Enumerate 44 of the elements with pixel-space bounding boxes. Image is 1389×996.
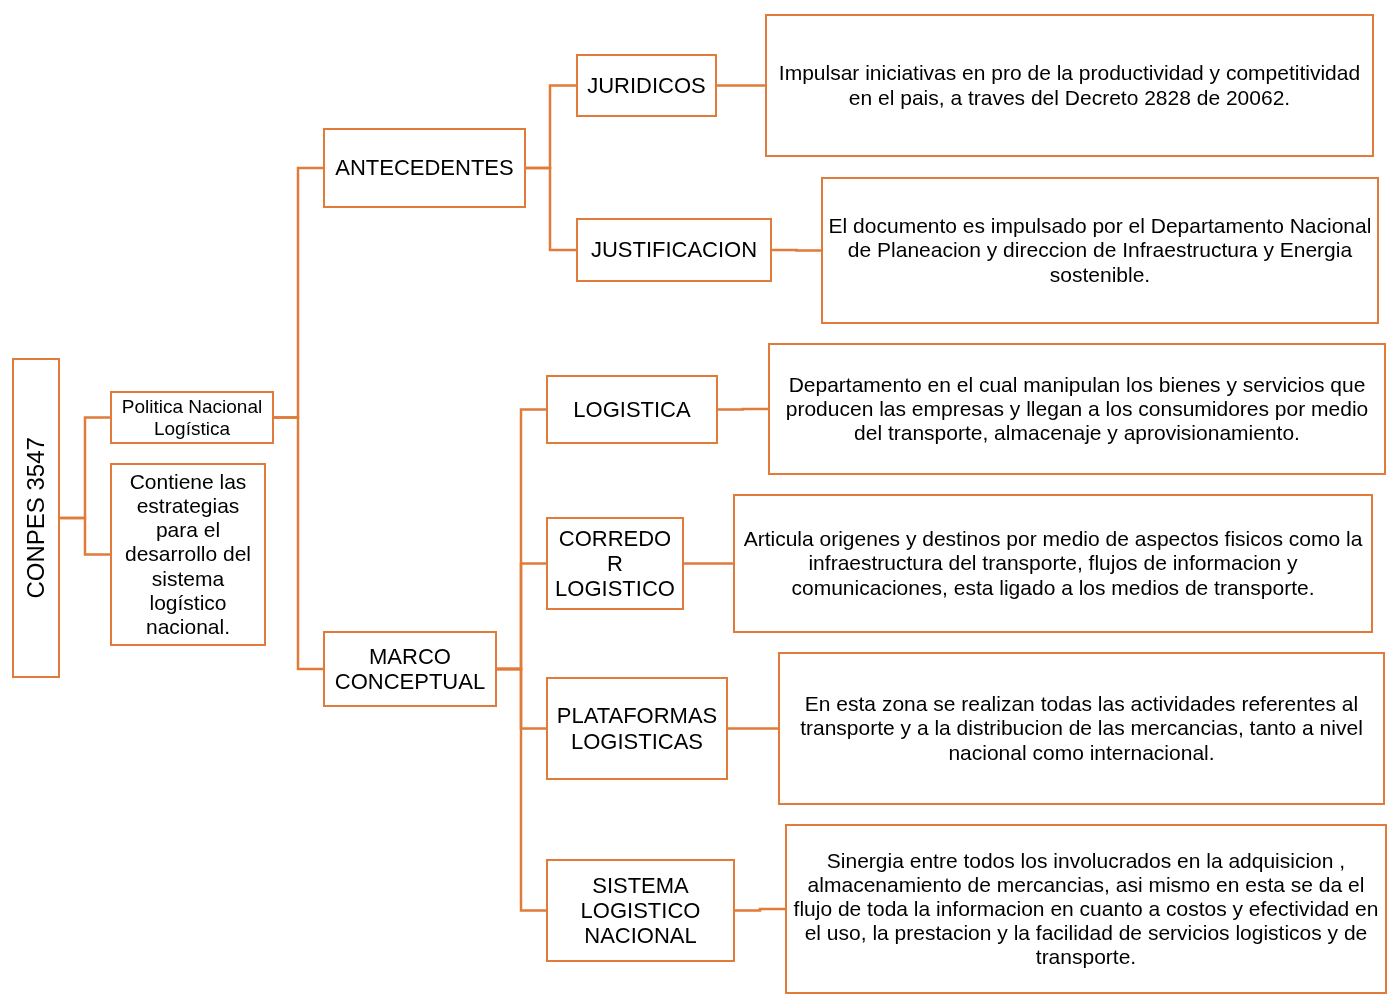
box-text: Sinergia entre todos los involucrados en la adquisicion , almacenamiento de mercancias, asi mismo en esta se da el flujo de toda la informacion en cuanto a costos y efectividad en el uso, la prestacion y la facilidad de servicios logisticos y de transporte. [792,848,1380,970]
connector-line [717,84,765,87]
concept-box [765,14,1374,157]
connector-line [718,407,768,411]
connector-line [684,562,733,565]
concept-box [546,517,684,610]
connector-line [526,166,576,252]
box-text: En esta zona se realizan todas las actividades referentes al transporte y a la distribucion de las mercancias, tanto a nivel nacional como internacional. [799,692,1364,765]
concept-box [546,677,728,780]
concept-box [733,494,1373,633]
concept-box [576,54,717,117]
concept-box [546,859,735,962]
box-text: PLATAFORMAS LOGISTICAS [555,703,719,754]
box-text: El documento es impulsado por el Departamento Nacional de Planeacion y direccion de Infraestructura y Energia sostenible. [827,214,1373,287]
concept-box [821,177,1379,324]
box-text: Departamento en el cual manipulan los bienes y servicios que producen las empresas y llegan a los consumidores por medio del transporte, almacenaje y aprovisionamiento. [784,372,1370,446]
connector-line [274,416,323,671]
concept-box [785,824,1387,994]
box-text: ANTECEDENTES [335,155,514,181]
box-text: Impulsar iniciativas en pro de la productividad y competitividad en el pais, a traves del Decreto 2828 de 20062. [777,61,1362,110]
concept-box [576,218,772,282]
box-text: CONPES 3547 [22,437,50,599]
concept-box [778,652,1385,805]
connector-line [497,667,546,912]
concept-box [546,375,718,444]
connector-line [772,248,821,252]
concept-box [110,463,266,646]
concept-box [12,358,60,678]
box-text: Contiene las estrategias para el desarrollo del sistema logístico nacional. [123,470,253,639]
connector-line [60,516,110,556]
box-text: SISTEMA LOGISTICO NACIONAL [579,872,702,949]
box-text: CORREDO R LOGISTICO [555,525,675,602]
concept-box [768,343,1386,475]
connector-line [728,727,778,730]
concept-box [110,391,274,444]
concept-box [323,128,526,208]
box-text: JURIDICOS [587,72,706,99]
concept-box [323,631,497,707]
box-text: JUSTIFICACION [590,237,758,263]
box-text: MARCO CONCEPTUAL [333,643,487,695]
box-text: Articula origenes y destinos por medio de aspectos fisicos como la infraestructura del transporte, flujos de informacion y comunicaciones, esta ligado a los medios de transporte. [742,527,1364,600]
box-text: LOGISTICA [573,396,691,423]
connector-line [735,907,785,912]
box-text: Politica Nacional Logística [120,395,264,440]
